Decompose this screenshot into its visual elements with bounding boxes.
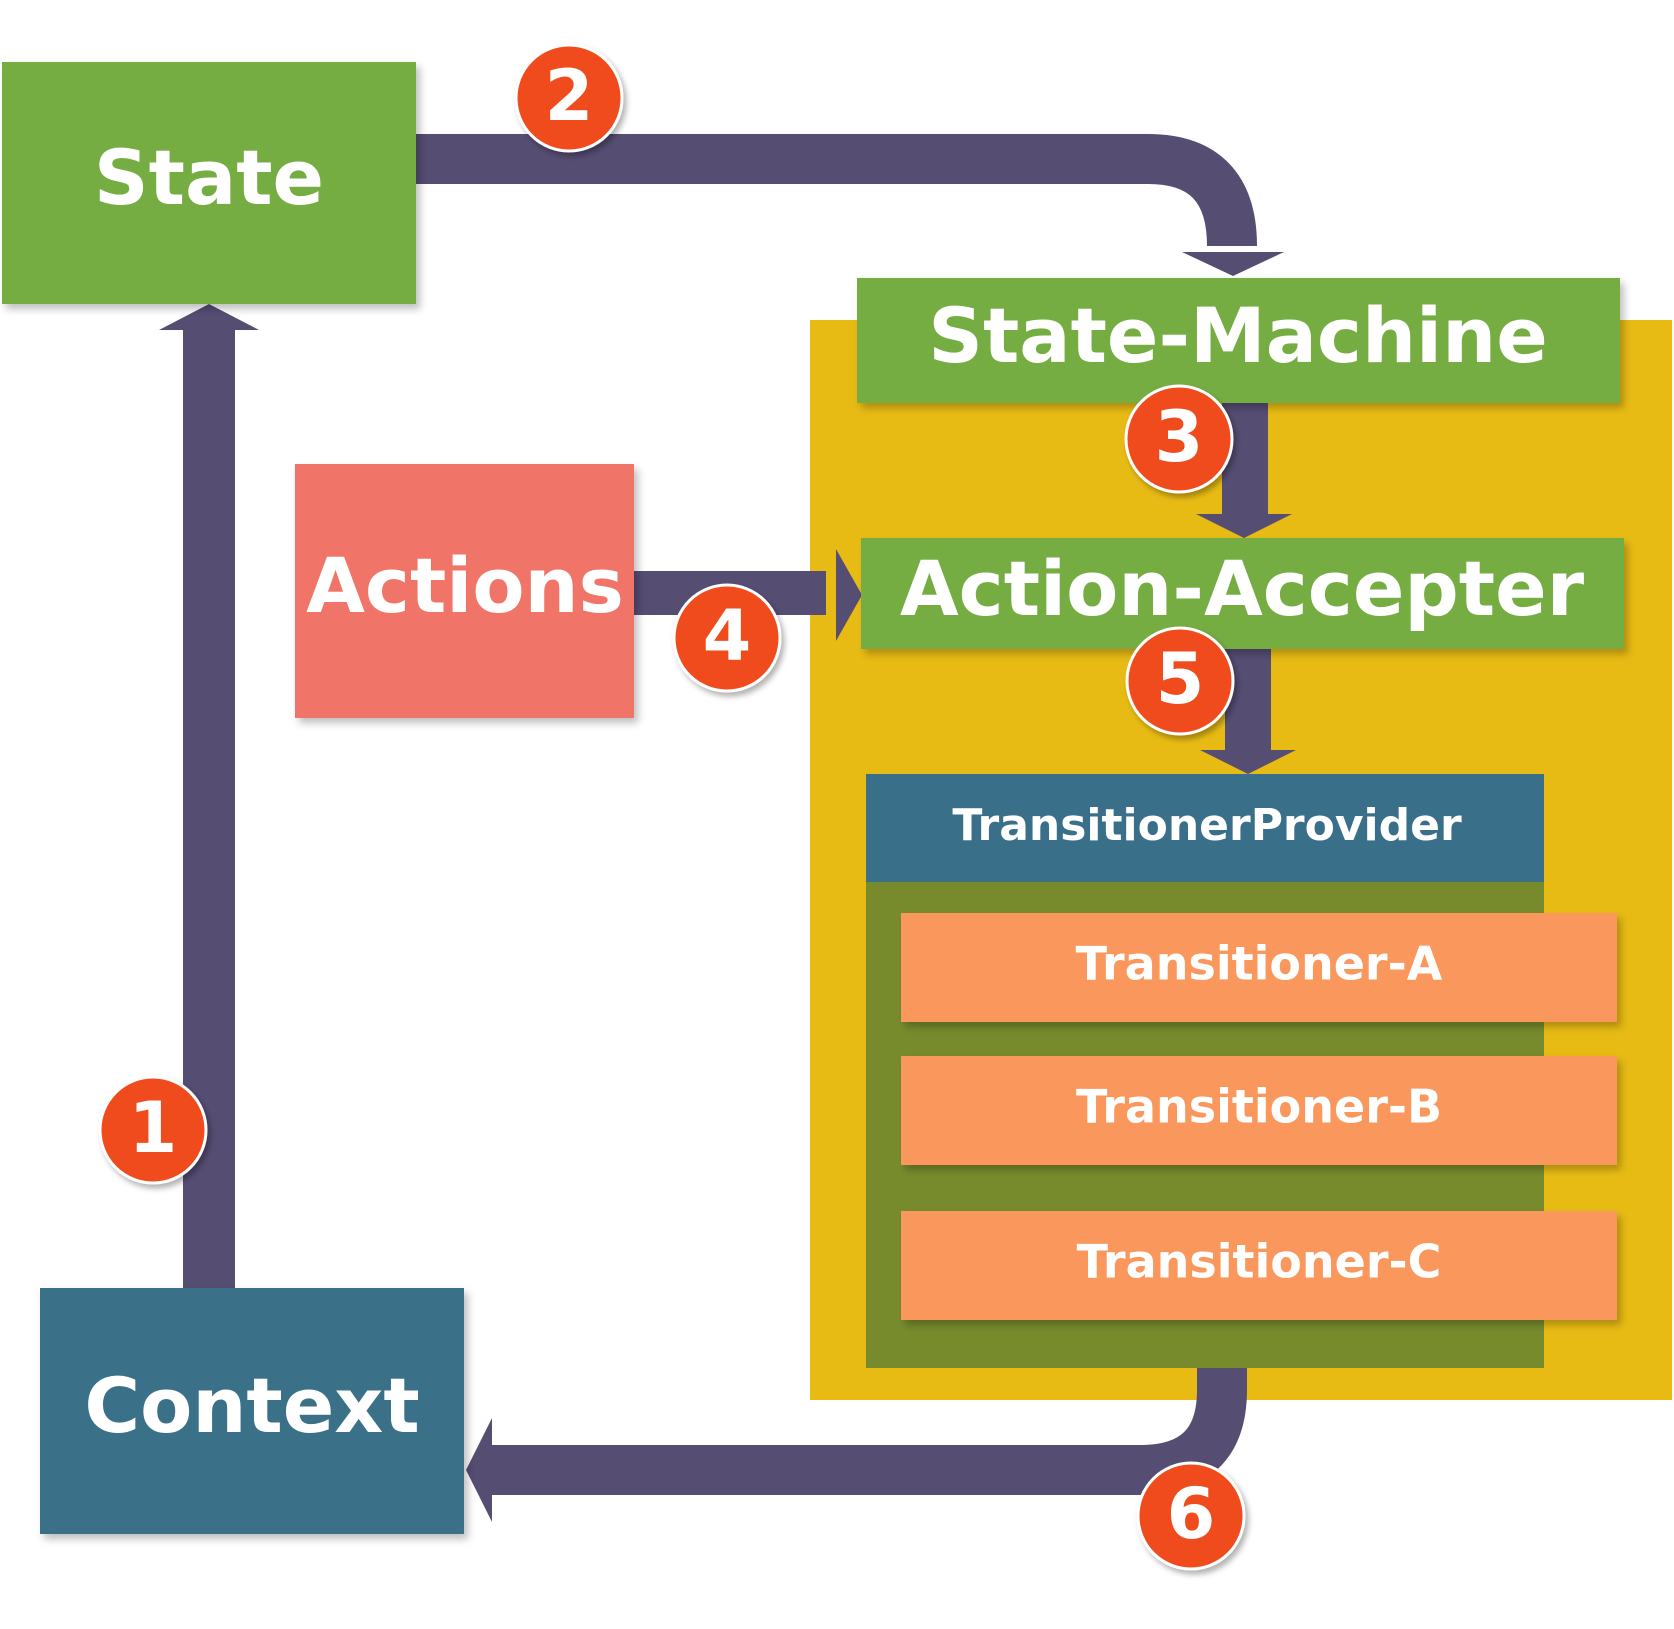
arrow-provider-to-context <box>466 1368 1247 1522</box>
state-machine-label: State-Machine <box>928 291 1548 380</box>
step-badge-5: 5 <box>1125 626 1235 736</box>
transitioner-provider-box: TransitionerProvider <box>866 774 1544 882</box>
svg-text:1: 1 <box>129 1087 178 1169</box>
context-box: Context <box>40 1288 464 1534</box>
action-accepter-box: Action-Accepter <box>861 538 1624 649</box>
transitioner-c-label: Transitioner-C <box>1077 1235 1442 1289</box>
svg-text:2: 2 <box>545 55 594 137</box>
arrow-state-to-state-machine <box>416 134 1284 276</box>
actions-label: Actions <box>306 541 624 630</box>
transitioner-provider-label: TransitionerProvider <box>952 800 1462 851</box>
transitioner-a-box: Transitioner-A <box>901 913 1617 1022</box>
state-machine-box: State-Machine <box>857 278 1620 403</box>
state-box: State <box>2 62 416 304</box>
step-badge-2: 2 <box>514 43 624 153</box>
transitioner-b-box: Transitioner-B <box>901 1056 1617 1165</box>
action-accepter-label: Action-Accepter <box>900 544 1585 633</box>
step-badge-3: 3 <box>1124 384 1234 494</box>
transitioner-b-label: Transitioner-B <box>1076 1080 1442 1134</box>
svg-text:5: 5 <box>1156 638 1205 720</box>
step-badge-1: 1 <box>98 1075 208 1185</box>
arrow-action-accepter-to-provider <box>1200 648 1296 774</box>
step-badge-4: 4 <box>672 583 782 693</box>
svg-text:4: 4 <box>703 595 752 677</box>
context-label: Context <box>84 1361 419 1450</box>
state-label: State <box>94 133 324 222</box>
transitioner-a-label: Transitioner-A <box>1076 937 1443 991</box>
actions-box: Actions <box>295 464 634 718</box>
step-badge-6: 6 <box>1136 1461 1246 1571</box>
svg-text:3: 3 <box>1155 396 1204 478</box>
transitioner-c-box: Transitioner-C <box>901 1211 1617 1320</box>
svg-text:6: 6 <box>1167 1473 1216 1555</box>
